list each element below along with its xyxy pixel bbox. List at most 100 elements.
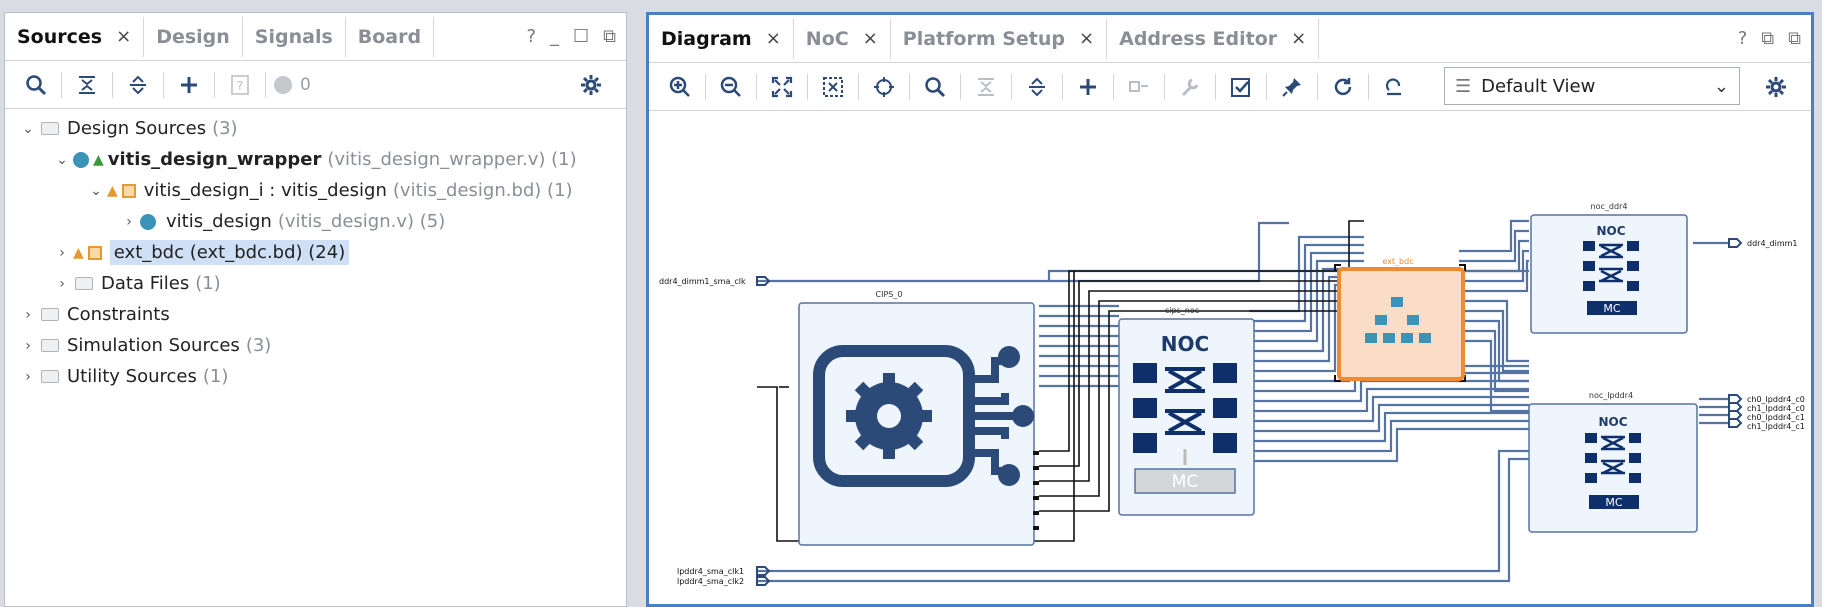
tab-signals[interactable]: Signals: [243, 16, 346, 57]
port-ch0-lpddr4-c0[interactable]: ch0_lpddr4_c0: [1728, 394, 1805, 404]
cips-block[interactable]: CIPS_0: [798, 290, 1039, 546]
minimize-icon[interactable]: _: [550, 26, 559, 47]
zoom-out-icon[interactable]: [708, 67, 754, 107]
ext-bdc-block[interactable]: ext_bdc: [1334, 257, 1466, 382]
port-ch1-lpddr4-c0[interactable]: ch1_lpddr4_c0: [1728, 402, 1805, 413]
collapse-all-icon[interactable]: [963, 67, 1009, 107]
chevron-right-icon[interactable]: ›: [126, 213, 132, 230]
maximize-icon[interactable]: ☐: [573, 26, 590, 47]
zoom-in-icon[interactable]: [657, 67, 703, 107]
wrench-icon[interactable]: [1167, 67, 1213, 107]
help-icon[interactable]: ?: [526, 26, 536, 47]
tab-label: Platform Setup: [902, 27, 1066, 50]
port-label: ch1_lpddr4_c1: [1747, 422, 1805, 431]
pin-icon[interactable]: [1269, 67, 1315, 107]
tree-item-design[interactable]: › vitis_design (vitis_design.v) (5): [5, 206, 626, 237]
validate-icon[interactable]: [1218, 67, 1264, 107]
chevron-right-icon[interactable]: ›: [25, 337, 31, 354]
collapse-all-icon[interactable]: [64, 65, 110, 105]
sources-tree: ⌄ Design Sources (3) ⌄ ▲ vitis_design_wr…: [5, 109, 626, 392]
hierarchy-icon: [1365, 297, 1431, 343]
tree-item-design-sources[interactable]: ⌄ Design Sources (3): [5, 113, 626, 144]
tab-platform-setup[interactable]: Platform Setup ×: [891, 18, 1108, 59]
port-ch1-lpddr4-c1[interactable]: ch1_lpddr4_c1: [1728, 418, 1805, 431]
search-icon[interactable]: [912, 67, 958, 107]
port-ddr4-dimm1[interactable]: ddr4_dimm1: [1728, 238, 1798, 248]
port-ddr4-dimm1-sma-clk[interactable]: ddr4_dimm1_sma_clk: [659, 276, 771, 286]
tree-item-count: (1): [195, 273, 221, 294]
block-design-icon: [121, 183, 136, 198]
port-ch0-lpddr4-c1[interactable]: ch0_lpddr4_c1: [1728, 410, 1805, 422]
close-icon[interactable]: ×: [1079, 28, 1095, 49]
mc-label: MC: [1172, 472, 1199, 492]
tree-item-constraints[interactable]: › Constraints: [5, 299, 626, 330]
block-diagram-canvas[interactable]: ddr4_dimm1_sma_clk lpddr4_sma_clk1 lpddr…: [649, 111, 1811, 607]
tab-address-editor[interactable]: Address Editor ×: [1107, 18, 1320, 59]
port-label: lpddr4_sma_clk1: [677, 567, 744, 576]
hierarchy-icon: ▲: [107, 182, 118, 199]
tab-noc[interactable]: NoC ×: [794, 18, 891, 59]
noc-lpddr4-block[interactable]: noc_lpddr4 NOC MC: [1528, 391, 1698, 533]
tab-sources[interactable]: Sources ×: [5, 16, 145, 57]
tree-item-utility-sources[interactable]: › Utility Sources (1): [5, 361, 626, 392]
chevron-right-icon[interactable]: ›: [25, 368, 31, 385]
tree-item-data-files[interactable]: › Data Files (1): [5, 268, 626, 299]
mc-label: MC: [1603, 302, 1620, 315]
cips-noc-block[interactable]: cips_noc NOC MC: [1118, 306, 1255, 516]
output-ports: ddr4_dimm1 ch0_lpddr4_c0 ch1_lpddr4_c0 c…: [1728, 238, 1805, 431]
tree-item-design-i[interactable]: ⌄ ▲ vitis_design_i : vitis_design (vitis…: [5, 175, 626, 206]
tree-item-ext-bdc[interactable]: › ▲ ext_bdc (ext_bdc.bd) (24): [5, 237, 626, 268]
gear-icon[interactable]: [568, 65, 614, 105]
chevron-right-icon[interactable]: ›: [59, 275, 65, 292]
center-icon[interactable]: [861, 67, 907, 107]
tab-board[interactable]: Board: [346, 16, 435, 57]
float-icon[interactable]: ⧉: [603, 26, 616, 47]
tree-item-count: (3): [212, 118, 238, 139]
expand-all-icon[interactable]: [115, 65, 161, 105]
mc-label: MC: [1605, 496, 1622, 509]
tree-item-label: ext_bdc (ext_bdc.bd) (24): [109, 240, 350, 265]
gear-icon[interactable]: [1753, 67, 1799, 107]
zoom-area-icon[interactable]: [810, 67, 856, 107]
status-indicator: 0: [268, 65, 317, 105]
noc-switch-icon: [1585, 433, 1641, 483]
noc-ddr4-block[interactable]: noc_ddr4 NOC MC: [1530, 202, 1688, 334]
diagram-panel: Diagram × NoC × Platform Setup × Address…: [646, 12, 1814, 607]
port-lpddr4-sma-clk2[interactable]: lpddr4_sma_clk2: [677, 576, 771, 586]
view-select[interactable]: ☰ Default View ⌄: [1444, 67, 1740, 105]
chevron-right-icon[interactable]: ›: [59, 244, 65, 261]
view-select-value: Default View: [1481, 75, 1596, 97]
zoom-fit-icon[interactable]: [759, 67, 805, 107]
float-icon[interactable]: ⧉: [1788, 28, 1801, 49]
restore-icon[interactable]: ⧉: [1761, 28, 1775, 49]
port-lpddr4-sma-clk1[interactable]: lpddr4_sma_clk1: [677, 566, 771, 576]
close-icon[interactable]: ×: [1291, 28, 1307, 49]
tree-item-wrapper[interactable]: ⌄ ▲ vitis_design_wrapper (vitis_design_w…: [5, 144, 626, 175]
close-icon[interactable]: ×: [765, 28, 781, 49]
add-ip-icon[interactable]: [1065, 67, 1111, 107]
properties-icon[interactable]: ?: [217, 65, 263, 105]
status-dot-icon: [274, 75, 292, 94]
close-icon[interactable]: ×: [862, 28, 878, 49]
expand-all-icon[interactable]: [1014, 67, 1060, 107]
help-icon[interactable]: ?: [1737, 28, 1748, 49]
tab-design[interactable]: Design: [144, 16, 243, 57]
chevron-right-icon[interactable]: ›: [25, 306, 31, 323]
make-external-icon[interactable]: [1116, 67, 1162, 107]
search-icon[interactable]: [13, 65, 59, 105]
tab-diagram[interactable]: Diagram ×: [649, 18, 794, 59]
folder-icon: [75, 277, 93, 290]
port-label: ddr4_dimm1: [1747, 239, 1798, 248]
port-label: ch0_lpddr4_c0: [1747, 395, 1805, 404]
chevron-down-icon[interactable]: ⌄: [56, 151, 68, 168]
chevron-down-icon[interactable]: ⌄: [22, 120, 34, 137]
input-ports: ddr4_dimm1_sma_clk lpddr4_sma_clk1 lpddr…: [659, 276, 771, 586]
regenerate-layout-icon[interactable]: [1371, 67, 1417, 107]
close-icon[interactable]: ×: [116, 26, 132, 47]
add-icon[interactable]: [166, 65, 212, 105]
tree-item-simulation-sources[interactable]: › Simulation Sources (3): [5, 330, 626, 361]
refresh-icon[interactable]: [1320, 67, 1366, 107]
chevron-down-icon[interactable]: ⌄: [90, 182, 102, 199]
noc-label: NOC: [1598, 415, 1627, 429]
tab-label: Signals: [254, 25, 333, 48]
